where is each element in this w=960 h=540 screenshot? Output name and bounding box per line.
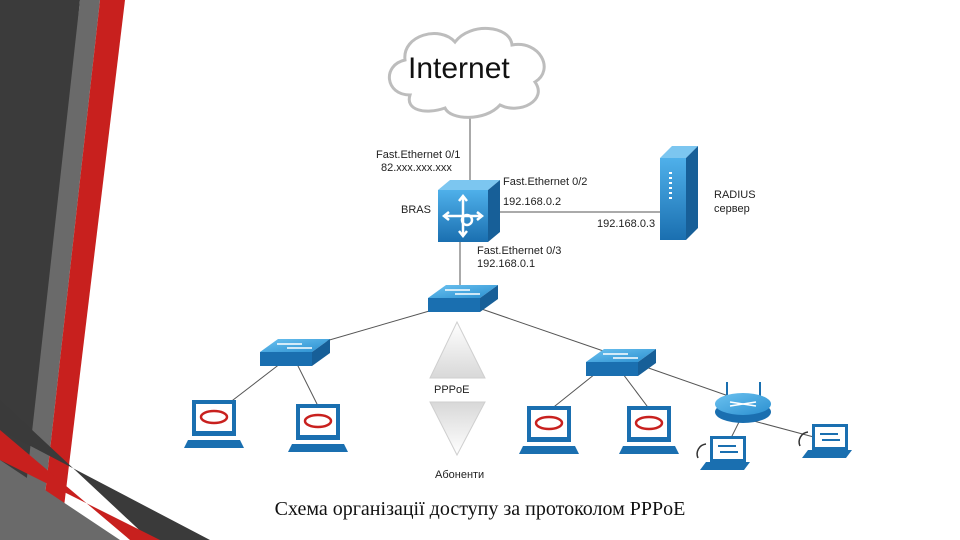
subscriber-pc-icon — [288, 404, 348, 452]
wireless-router-icon — [715, 382, 771, 423]
subscriber-pc-icon — [184, 400, 244, 448]
slide-caption: Схема організації доступу за протоколом … — [274, 498, 686, 520]
internet-label: Internet — [408, 52, 510, 85]
bras-port2-ip: 192.168.0.2 — [503, 196, 562, 208]
pppoe-arrow-icon — [429, 320, 486, 457]
access-switch-left-icon — [260, 339, 330, 366]
pppoe-label: PPPoE — [434, 384, 470, 396]
core-switch-icon — [428, 285, 498, 312]
internet-cloud-icon — [387, 27, 546, 119]
bras-port2-label: Fast.Ethernet 0/2 — [503, 176, 588, 188]
wireless-laptop-icon — [798, 424, 852, 458]
bras-router-icon — [438, 180, 500, 242]
wireless-laptop-icon — [696, 436, 750, 470]
slide-decoration — [0, 0, 210, 540]
bras-name-label: BRAS — [401, 204, 431, 216]
radius-server-icon — [660, 146, 698, 240]
radius-role-label: сервер — [714, 203, 750, 215]
bras-port3-label: Fast.Ethernet 0/3 — [477, 245, 562, 257]
bras-port1-ip: 82.xxx.xxx.xxx — [381, 162, 452, 174]
subscribers-label: Абоненти — [435, 469, 485, 481]
connection-lines — [219, 112, 826, 441]
access-switch-right-icon — [586, 349, 656, 376]
subscriber-pc-icon — [519, 406, 579, 454]
bras-port1-label: Fast.Ethernet 0/1 — [376, 149, 461, 161]
bras-port3-ip: 192.168.0.1 — [477, 258, 536, 270]
radius-ip-label: 192.168.0.3 — [597, 218, 656, 230]
radius-name-label: RADIUS — [714, 189, 756, 201]
subscriber-pc-icon — [619, 406, 679, 454]
